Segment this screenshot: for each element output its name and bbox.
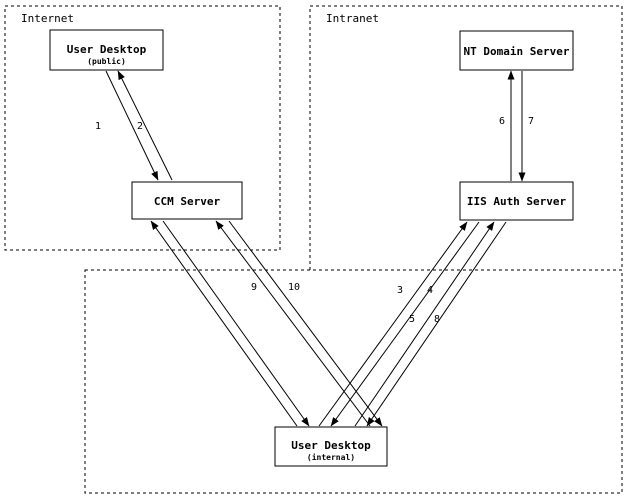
flow-line-internal-1 xyxy=(150,220,298,427)
flow-line-4 xyxy=(330,221,480,427)
node-user-desktop-internal-box[interactable] xyxy=(274,426,388,467)
edge-label-2: 2 xyxy=(137,121,143,132)
flow-line-1 xyxy=(105,70,159,181)
node-iis-auth-server-title: IIS Auth Server xyxy=(467,195,567,208)
node-user-desktop-public-title: User Desktop xyxy=(67,43,147,56)
edge-label-10: 10 xyxy=(288,282,300,293)
zone-internal-boundary xyxy=(84,269,623,494)
flow-line-3 xyxy=(318,221,468,427)
zone-internal-network xyxy=(84,269,623,494)
edge-label-7: 7 xyxy=(528,116,534,127)
flow-line-internal-2 xyxy=(162,220,310,427)
edge-label-5: 5 xyxy=(409,314,415,325)
node-user-desktop-public[interactable]: User Desktop (public) xyxy=(49,29,164,71)
flow-line-9 xyxy=(215,220,371,427)
zone-internet-label: Internet xyxy=(21,12,74,25)
node-ccm-server[interactable]: CCM Server xyxy=(131,181,243,220)
node-user-desktop-public-subtitle: (public) xyxy=(87,56,126,66)
zone-internet: Internet xyxy=(4,5,281,251)
edge-label-4: 4 xyxy=(427,285,433,296)
flow-line-10 xyxy=(228,220,383,427)
edge-label-6: 6 xyxy=(499,116,505,127)
node-user-desktop-internal-title: User Desktop xyxy=(291,439,371,452)
zone-intranet-label: Intranet xyxy=(326,12,379,25)
node-nt-domain-server-title: NT Domain Server xyxy=(464,45,570,58)
node-ccm-server-title: CCM Server xyxy=(154,195,221,208)
node-iis-auth-server[interactable]: IIS Auth Server xyxy=(459,181,574,221)
zone-internet-boundary xyxy=(4,5,281,251)
flow-line-8 xyxy=(366,221,507,427)
flow-line-5 xyxy=(354,221,495,427)
edge-label-3: 3 xyxy=(397,285,403,296)
flow-line-2 xyxy=(117,70,173,181)
node-user-desktop-internal[interactable]: User Desktop (internal) xyxy=(274,426,388,467)
node-nt-domain-server[interactable]: NT Domain Server xyxy=(459,30,574,71)
edge-label-8: 8 xyxy=(434,314,440,325)
node-iis-auth-server-box[interactable] xyxy=(459,181,574,221)
edge-label-9: 9 xyxy=(251,282,257,293)
node-user-desktop-public-box[interactable] xyxy=(49,29,164,71)
node-user-desktop-internal-subtitle: (internal) xyxy=(307,452,355,462)
edge-label-1: 1 xyxy=(95,121,101,132)
node-nt-domain-server-box[interactable] xyxy=(459,30,574,71)
node-ccm-server-box[interactable] xyxy=(131,181,243,220)
